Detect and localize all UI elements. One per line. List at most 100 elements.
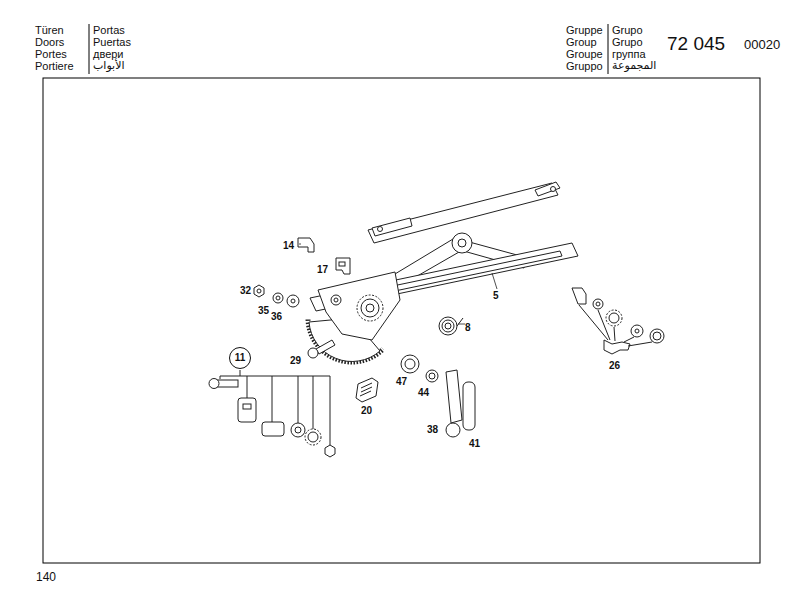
- header-text: двери: [93, 48, 124, 60]
- small-parts-part: [446, 370, 462, 423]
- window-regulator-part: [361, 299, 379, 317]
- small-parts-part: [276, 296, 280, 300]
- header-text: Gruppe: [566, 24, 603, 36]
- window-regulator-part: [334, 298, 338, 302]
- window-regulator-part: [535, 182, 560, 196]
- parts-group-11-part: [313, 376, 314, 429]
- small-parts-part: [316, 340, 335, 354]
- small-parts-part: [257, 289, 261, 293]
- parts-group-26-part: [572, 288, 586, 304]
- parts-group-11-part: [330, 376, 331, 445]
- header-text: Groupe: [566, 48, 603, 60]
- parts-group-26-part: [593, 299, 603, 309]
- callout-number: 26: [609, 360, 620, 371]
- small-parts-part: [360, 391, 371, 396]
- parts-group-11-part: [298, 376, 299, 423]
- callout-number: 32: [240, 285, 251, 296]
- parts-group-11-part: [243, 404, 251, 409]
- parts-group-11: [209, 370, 335, 457]
- window-regulator-part: [366, 304, 374, 312]
- parts-group-26-part: [614, 327, 615, 341]
- callout-number: 41: [469, 438, 480, 449]
- parts-group-11-part: [220, 376, 221, 379]
- window-regulator: [308, 182, 578, 362]
- parts-group-11-part: [291, 423, 305, 437]
- window-regulator-part: [378, 227, 383, 232]
- parts-group-11-part: [308, 432, 318, 442]
- parts-group-26-part: [631, 325, 643, 337]
- small-parts-part: [445, 323, 451, 329]
- page-frame: [43, 24, 760, 563]
- callout-number: 11: [235, 353, 246, 363]
- parts-group-11-part: [238, 398, 256, 422]
- header-text: Portes: [35, 48, 67, 60]
- callout-number: 20: [361, 405, 372, 416]
- callout-number: 35: [258, 305, 269, 316]
- small-parts-part: [446, 423, 460, 437]
- small-parts-part: [339, 262, 345, 266]
- parts-group-11-part: [272, 376, 273, 422]
- header-text: Group: [566, 36, 597, 48]
- small-parts-part: [457, 318, 463, 326]
- window-regulator-part: [331, 295, 341, 305]
- callout-number: 38: [427, 424, 438, 435]
- callout-number: 5: [493, 290, 499, 301]
- parts-group-26-part: [606, 310, 622, 326]
- callout-circle: 11: [229, 347, 251, 369]
- parts-group-11-part: [262, 422, 284, 436]
- parts-group-11-part: [247, 376, 248, 398]
- header-text: Portiere: [35, 60, 74, 72]
- parts-group-26-part: [650, 329, 664, 343]
- parts-group-11-part: [240, 370, 241, 376]
- header-text: Puertas: [93, 36, 131, 48]
- window-regulator-part: [458, 239, 466, 247]
- header-text: Grupo: [612, 24, 643, 36]
- window-regulator-part: [452, 233, 472, 253]
- parts-group-26-part: [624, 337, 634, 342]
- leader-lines-part: [299, 244, 301, 245]
- parts-group-26-part: [596, 302, 600, 306]
- small-parts-part: [429, 373, 435, 379]
- page-frame-part: [608, 24, 609, 74]
- parts-group-26-part: [628, 342, 652, 346]
- header-text: Portas: [93, 24, 125, 36]
- callout-number: 47: [396, 376, 407, 387]
- parts-group-11-part: [325, 445, 335, 457]
- parts-group-26: [572, 288, 664, 354]
- page-frame-part: [43, 78, 760, 563]
- leader-lines-part: [492, 273, 497, 289]
- small-parts-part: [273, 293, 283, 303]
- parts-group-26-part: [604, 340, 630, 354]
- small-parts-part: [298, 238, 314, 252]
- small-parts-part: [356, 378, 378, 402]
- callout-number: 14: [283, 240, 294, 251]
- parts-group-26-part: [579, 305, 608, 340]
- small-parts: [254, 238, 475, 437]
- small-parts-part: [401, 355, 419, 373]
- callout-number: 44: [418, 387, 429, 398]
- header-text: الأبواب: [93, 59, 125, 71]
- leader-lines-part: [458, 324, 465, 325]
- parts-group-26-part: [635, 329, 639, 333]
- header-text: Doors: [35, 36, 64, 48]
- header-text: Türen: [35, 24, 64, 36]
- window-regulator-part: [318, 272, 400, 340]
- parts-group-11-part: [295, 427, 301, 433]
- page-number: 140: [36, 571, 56, 584]
- small-parts-part: [439, 317, 457, 335]
- header-text: Gruppo: [566, 60, 603, 72]
- parts-group-11-part: [305, 429, 321, 445]
- callout-number: 29: [290, 355, 301, 366]
- group-number: 72 045: [667, 34, 725, 55]
- leader-lines: [299, 244, 497, 324]
- small-parts-part: [426, 370, 438, 382]
- parts-group-26-part: [609, 313, 619, 323]
- small-parts-part: [405, 359, 415, 369]
- page-frame-part: [89, 24, 90, 74]
- small-parts-part: [254, 285, 264, 297]
- window-regulator-part: [372, 218, 412, 236]
- header-text: المجموعة: [612, 59, 656, 71]
- callout-number: 17: [317, 264, 328, 275]
